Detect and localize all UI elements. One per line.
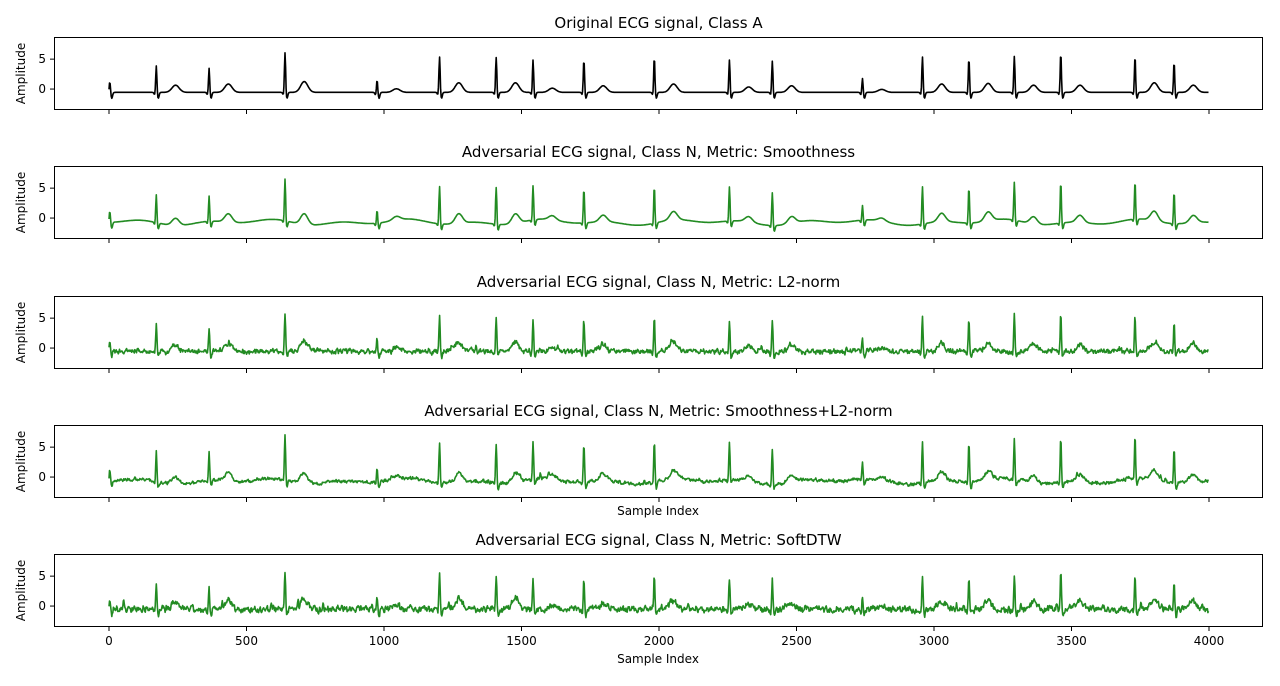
y-axis-label: Amplitude (14, 43, 28, 105)
x-tick-label: 1500 (506, 634, 537, 648)
panel-title: Adversarial ECG signal, Class N, Metric:… (477, 273, 840, 291)
y-tick-label: 0 (38, 211, 46, 225)
y-axis-label: Amplitude (14, 560, 28, 622)
plot-frame (54, 296, 1263, 369)
x-tick-label: 500 (235, 634, 258, 648)
panel-title: Adversarial ECG signal, Class N, Metric:… (475, 531, 841, 549)
y-tick-label: 5 (38, 569, 46, 583)
plot-frame (54, 425, 1263, 498)
plot-frame (54, 37, 1263, 110)
ecg-panel-1: Original ECG signal, Class A 0 5 Amplitude (14, 14, 1263, 114)
ecg-series-line (108, 178, 1209, 232)
y-tick-label: 0 (38, 599, 46, 613)
y-tick-label: 5 (38, 52, 46, 66)
x-tick-label: 2500 (781, 634, 812, 648)
ecg-series-line (108, 312, 1209, 360)
y-tick-label: 0 (38, 82, 46, 96)
ecg-panel-4: Adversarial ECG signal, Class N, Metric:… (14, 402, 1263, 518)
x-tick-label: 3500 (1056, 634, 1087, 648)
panel-title: Adversarial ECG signal, Class N, Metric:… (462, 143, 855, 161)
x-tick-label: 0 (105, 634, 113, 648)
ecg-panel-2: Adversarial ECG signal, Class N, Metric:… (14, 143, 1263, 243)
y-tick-label: 0 (38, 470, 46, 484)
x-tick-label: 1000 (369, 634, 400, 648)
y-tick-label: 5 (38, 311, 46, 325)
x-axis-label: Sample Index (617, 652, 699, 666)
x-tick-label: 3000 (919, 634, 950, 648)
y-axis-label: Amplitude (14, 172, 28, 234)
y-axis-label: Amplitude (14, 302, 28, 364)
x-axis-label: Sample Index (617, 504, 699, 518)
panel-title: Original ECG signal, Class A (554, 14, 763, 32)
y-tick-label: 0 (38, 341, 46, 355)
x-tick-label: 4000 (1194, 634, 1225, 648)
panel-title: Adversarial ECG signal, Class N, Metric:… (424, 402, 892, 420)
ecg-series-line (108, 434, 1210, 491)
ecg-series-line (108, 52, 1209, 100)
y-tick-label: 5 (38, 181, 46, 195)
plot-frame (54, 166, 1263, 239)
y-tick-label: 5 (38, 440, 46, 454)
x-tick-label: 2000 (644, 634, 675, 648)
ecg-panel-5: Adversarial ECG signal, Class N, Metric:… (14, 531, 1263, 666)
y-axis-label: Amplitude (14, 431, 28, 493)
ecg-series-line (108, 571, 1210, 619)
plot-frame (54, 554, 1263, 627)
ecg-panel-3: Adversarial ECG signal, Class N, Metric:… (14, 273, 1263, 373)
